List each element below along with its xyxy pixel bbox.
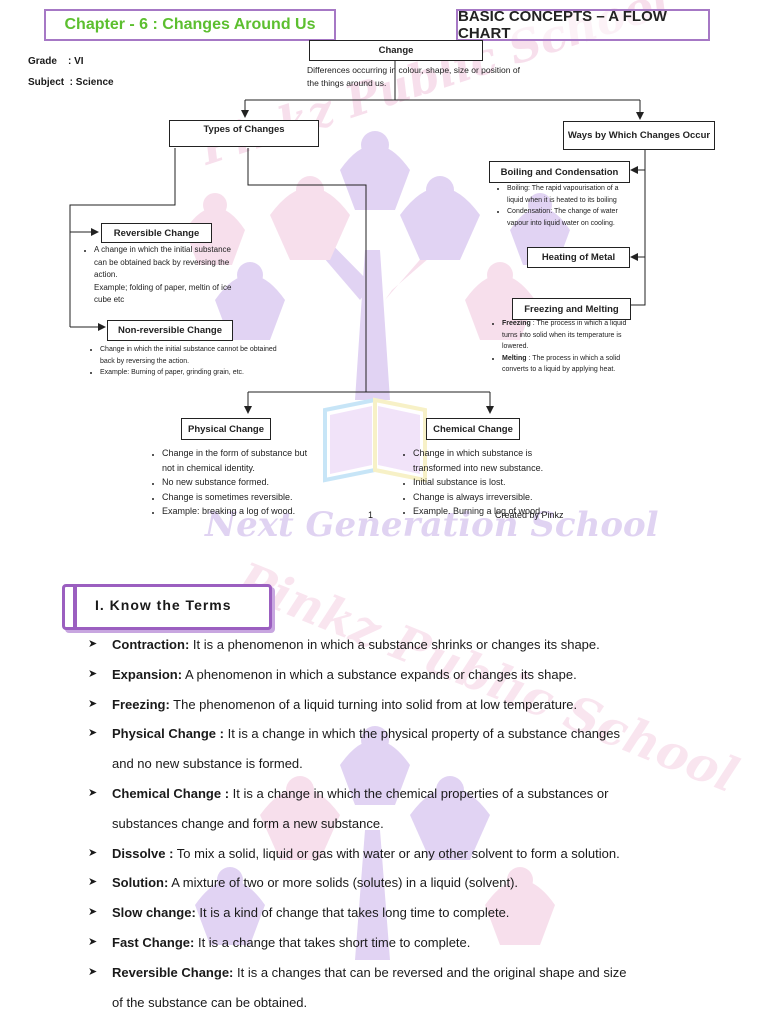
flowchart-connectors — [69, 60, 646, 414]
term-item: ➤ Expansion: A phenomenon in which a subs… — [88, 660, 708, 690]
term-definition: It is a phenomenon in which a substance … — [189, 637, 600, 652]
flowchart-heading: BASIC CONCEPTS – A FLOW CHART — [456, 8, 710, 42]
non-reversible-line: Example: Burning of paper, grinding grai… — [100, 367, 288, 379]
section-tab-stripe — [73, 587, 77, 627]
change-definition: Differences occurring in colour, shape, … — [307, 65, 520, 88]
subject-label: Subject : Science — [28, 77, 114, 88]
term-name: Expansion: — [112, 666, 183, 682]
arrow-bullet-icon: ➤ — [88, 965, 98, 978]
term-item: ➤ Fast Change: It is a change that takes … — [88, 928, 708, 958]
physical-line: Example: breaking a log of wood. — [162, 504, 318, 519]
term-name: Solution: — [112, 875, 169, 891]
reversible-line: A change in which the initial substance … — [94, 244, 242, 282]
non-reversible-line: Change in which the initial substance ca… — [100, 344, 288, 367]
non-reversible-change-notes: Change in which the initial substance ca… — [88, 344, 288, 379]
arrow-bullet-icon: ➤ — [88, 935, 98, 948]
term-definition: It is a changes that can be reversed and… — [233, 964, 627, 980]
term-item: ➤ Reversible Change: It is a changes that… — [88, 958, 708, 988]
term-definition: It is a change that takes short time to … — [194, 934, 471, 950]
term-definition: It is a kind of change that takes long t… — [195, 905, 510, 921]
chemical-change-box: Chemical Change — [426, 418, 520, 440]
boiling-notes: Boiling: The rapid vapourisation of a li… — [495, 183, 635, 229]
reversible-line: Example; folding of paper, meltin of ice… — [94, 282, 232, 305]
freezing-term: Freezing — [502, 320, 531, 327]
term-item: ➤ Dissolve : To mix a solid, liquid or ga… — [88, 839, 708, 869]
term-definition: It is a change in which the chemical pro… — [229, 785, 609, 801]
heating-of-metal-box: Heating of Metal — [527, 247, 630, 268]
term-definition: A phenomenon in which a substance expand… — [182, 666, 577, 682]
term-continuation: and no new substance is formed. — [112, 756, 303, 772]
term-item: ➤ Chemical Change : It is a change in whi… — [88, 779, 708, 809]
term-continuation: substances change and form a new substan… — [112, 815, 384, 831]
arrow-bullet-icon: ➤ — [88, 906, 98, 919]
term-name: Physical Change : — [112, 726, 224, 742]
types-of-changes-box: Types of Changes — [169, 120, 319, 147]
term-name: Freezing: — [112, 696, 170, 712]
chapter-title: Chapter - 6 : Changes Around Us — [44, 9, 336, 41]
reversible-change-box: Reversible Change — [101, 223, 212, 243]
physical-line: No new substance formed. — [162, 475, 318, 490]
section-heading-tab: I. Know the Terms — [62, 584, 272, 630]
chemical-change-notes: Change in which substance is transformed… — [401, 446, 561, 519]
term-continuation: of the substance can be obtained. — [112, 994, 308, 1010]
term-item: ➤ Slow change: It is a kind of change tha… — [88, 898, 708, 928]
grade-label: Grade : VI — [28, 56, 84, 67]
condensation-line: Condensation: The change of water vapour… — [507, 206, 635, 229]
physical-line: Change is sometimes reversible. — [162, 490, 318, 505]
arrow-bullet-icon: ➤ — [88, 846, 98, 859]
term-item: ➤ Solution: A mixture of two or more soli… — [88, 868, 708, 898]
boiling-line: Boiling: The rapid vapourisation of a li… — [507, 183, 635, 206]
non-reversible-change-box: Non-reversible Change — [107, 320, 233, 341]
physical-line: Change in the form of substance but not … — [162, 446, 318, 475]
section-heading: I. Know the Terms — [95, 597, 232, 613]
freezing-melting-box: Freezing and Melting — [512, 298, 631, 320]
term-name: Chemical Change : — [112, 785, 230, 801]
freezing-line: Freezing : The process in which a liquid… — [502, 318, 638, 353]
arrow-bullet-icon: ➤ — [88, 638, 98, 650]
arrow-bullet-icon: ➤ — [88, 876, 98, 889]
term-item: ➤ Contraction: It is a phenomenon in whic… — [88, 630, 708, 660]
chemical-line: Initial substance is lost. — [413, 475, 561, 490]
freezing-text: : The process in which a liquid turns in… — [502, 320, 627, 350]
term-name: Fast Change: — [112, 934, 195, 950]
melting-text: : The process in which a solid converts … — [502, 354, 621, 374]
term-name: Dissolve : — [112, 845, 174, 861]
chemical-line: Example. Burning a log of wood. — [413, 504, 561, 519]
arrow-bullet-icon: ➤ — [88, 697, 98, 710]
arrow-bullet-icon: ➤ — [88, 727, 98, 740]
credit-text: Created by Pinkz — [495, 510, 564, 520]
melting-term: Melting — [502, 354, 527, 362]
chemical-line: Change in which substance is transformed… — [413, 446, 561, 475]
term-item: ➤ Physical Change : It is a change in whi… — [88, 719, 708, 749]
physical-change-box: Physical Change — [181, 418, 271, 440]
term-definition: It is a change in which the physical pro… — [223, 726, 620, 742]
physical-change-notes: Change in the form of substance but not … — [150, 446, 318, 519]
page-number: 1 — [368, 510, 374, 520]
chemical-line: Change is always irreversible. — [413, 490, 561, 505]
melting-line: Melting : The process in which a solid c… — [502, 353, 638, 376]
term-definition: To mix a solid, liquid or gas with water… — [173, 845, 620, 861]
arrow-bullet-icon: ➤ — [88, 786, 98, 799]
term-definition: The phenomenon of a liquid turning into … — [169, 696, 578, 712]
ways-changes-occur-box: Ways by Which Changes Occur — [563, 121, 715, 150]
term-name: Slow change: — [112, 905, 196, 921]
reversible-change-notes: A change in which the initial substance … — [82, 244, 242, 307]
term-name: Contraction: — [112, 637, 190, 652]
freezing-melting-notes: Freezing : The process in which a liquid… — [490, 318, 638, 376]
terms-list: ➤ Contraction: It is a phenomenon in whic… — [88, 630, 708, 1017]
term-item: ➤ Freezing: The phenomenon of a liquid tu… — [88, 690, 708, 720]
boiling-condensation-box: Boiling and Condensation — [489, 161, 630, 183]
change-box: Change — [309, 40, 483, 61]
arrow-bullet-icon: ➤ — [88, 667, 98, 680]
term-name: Reversible Change: — [112, 964, 234, 980]
term-definition: A mixture of two or more solids (solutes… — [168, 875, 519, 891]
